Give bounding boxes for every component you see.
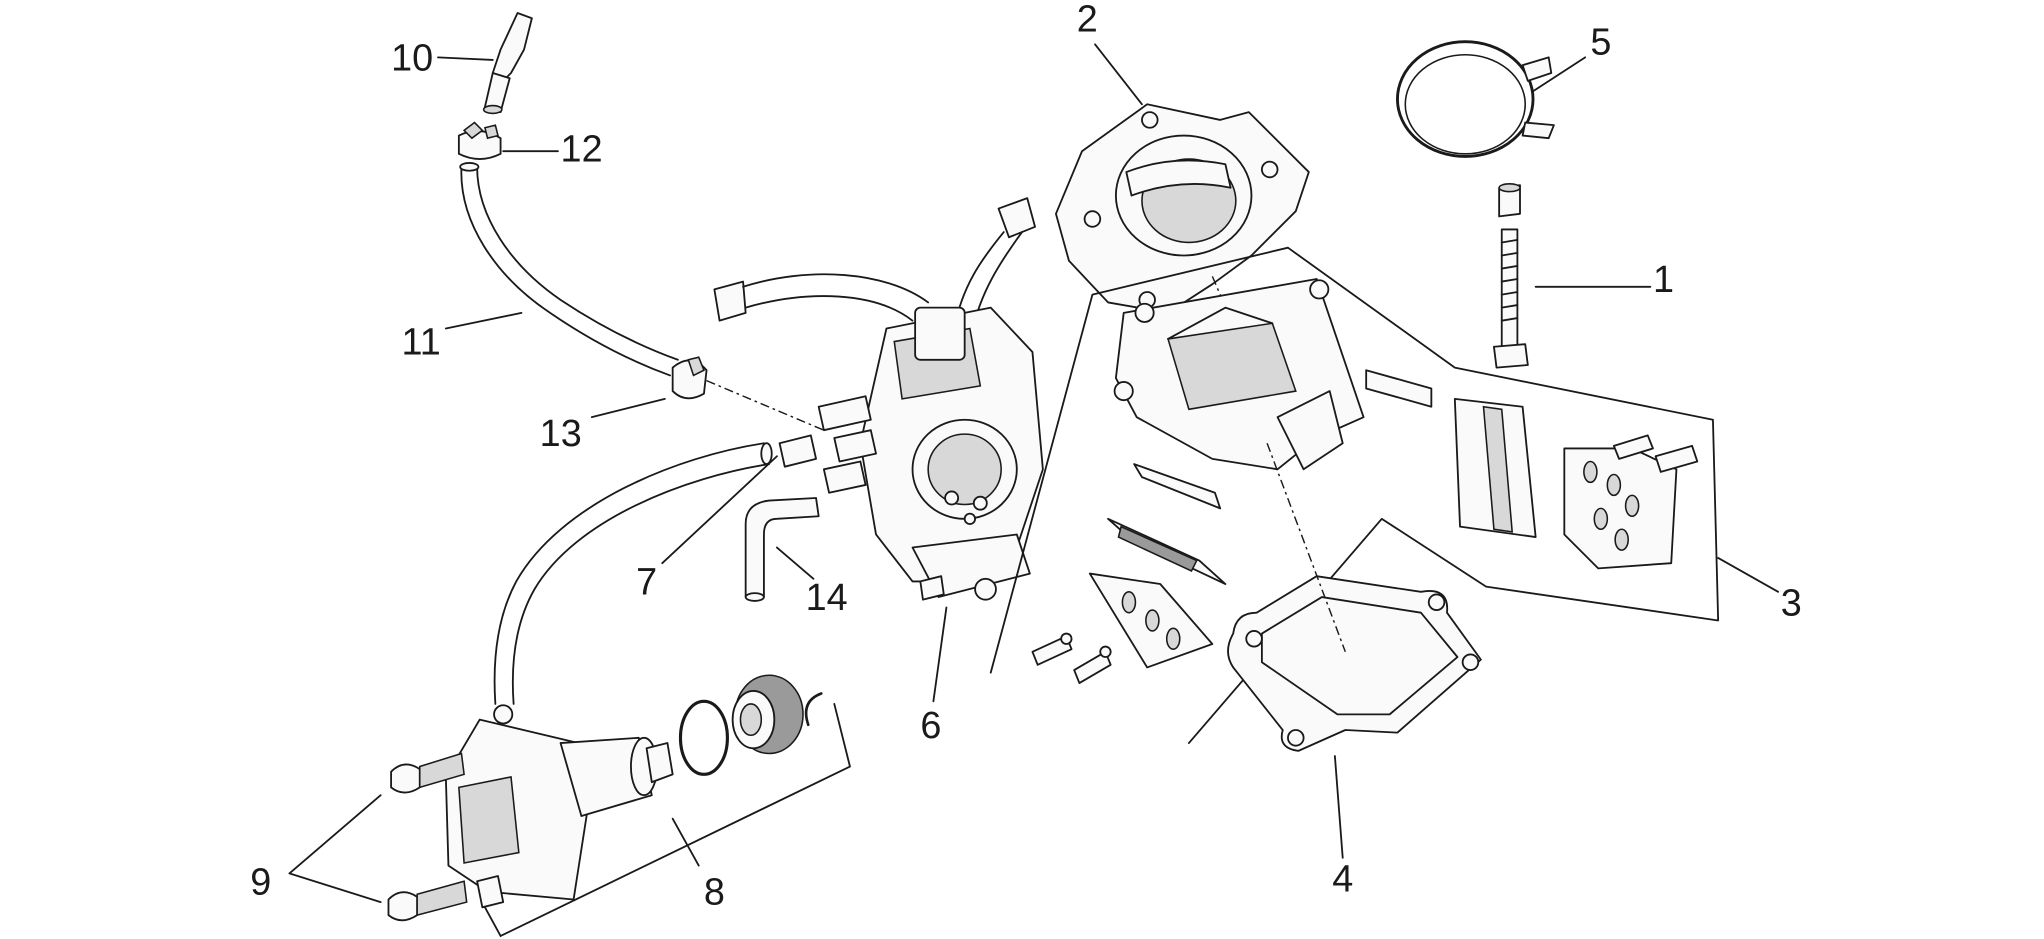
leader-3 [1717,557,1780,593]
part-3-reed-valve-kit [989,246,1720,744]
callout-5: 5 [1590,22,1611,64]
part-6-carburetor [713,197,1044,601]
callout-9: 9 [250,861,271,903]
part-10-fuel-nozzle [482,12,533,115]
callout-3: 3 [1781,582,1802,624]
leader-8 [671,817,700,867]
callout-4: 4 [1332,859,1353,901]
assembly-line-13 [706,379,825,431]
part-14-elbow-hose [744,497,820,602]
leader-lines [288,43,1780,904]
leader-14 [776,546,815,580]
part-12-hose-clip [457,121,502,160]
callout-12: 12 [561,129,603,171]
leader-2 [1094,43,1143,106]
leader-10 [437,56,494,61]
part-9-bolts [387,752,468,922]
part-2-intake-manifold [1055,103,1310,314]
leader-6 [932,606,948,703]
part-11-fuel-hose [459,162,679,377]
leader-5 [1532,56,1587,93]
callout-2: 2 [1077,0,1098,40]
part-1-bolt [1493,183,1529,369]
part-13-hose-clip [671,356,708,400]
part-5-hose-clamp [1396,40,1555,158]
leader-4 [1333,755,1344,859]
callout-7: 7 [636,561,657,603]
callout-labels: 1 2 3 4 5 6 7 8 9 10 11 12 13 14 [250,0,1801,914]
leader-11 [444,311,523,330]
callout-1: 1 [1653,259,1674,301]
assembly-line-4 [1266,442,1346,653]
part-4-gasket [1227,575,1482,752]
callout-13: 13 [540,413,582,455]
part-8-oil-pump [444,674,851,937]
callout-10: 10 [391,37,433,79]
leader-7 [661,455,778,565]
callout-6: 6 [920,705,941,747]
callout-8: 8 [704,872,725,914]
callout-14: 14 [806,577,848,619]
callout-11: 11 [402,322,441,364]
part-7-hose [493,434,817,705]
leader-9 [288,794,382,904]
leader-13 [590,397,666,419]
